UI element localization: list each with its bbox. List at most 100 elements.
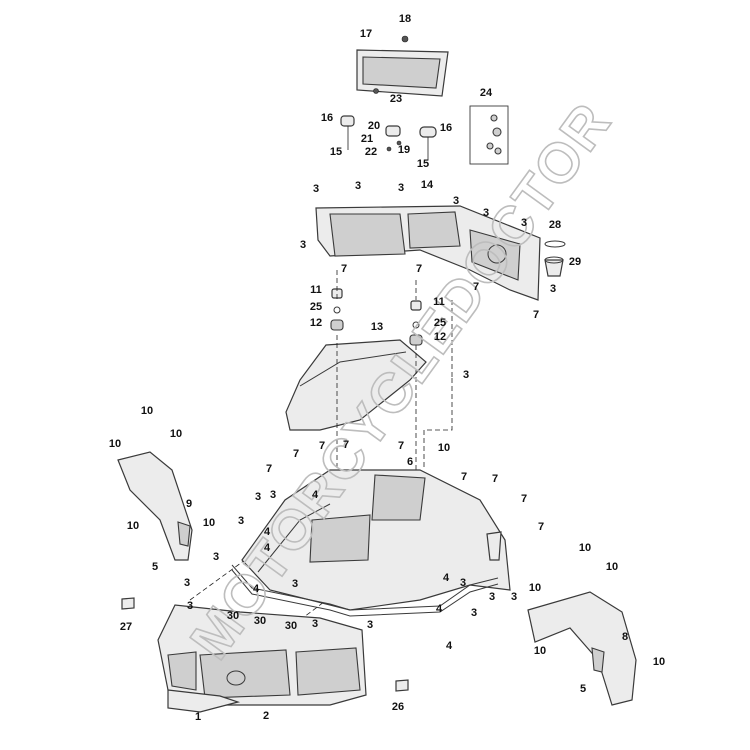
front-body-part <box>241 469 511 611</box>
instrument-cover-part <box>356 35 449 97</box>
callout-14: 14 <box>421 179 434 191</box>
callout-4: 4 <box>312 489 319 501</box>
callout-3: 3 <box>367 619 373 631</box>
callout-16: 16 <box>321 112 333 124</box>
callout-7: 7 <box>341 263 347 275</box>
callout-11: 11 <box>433 296 445 308</box>
dashboard-panel-part <box>315 205 541 301</box>
callout-3: 3 <box>270 489 276 501</box>
callout-30: 30 <box>227 610 239 622</box>
bushing-stack-left <box>330 288 344 331</box>
callout-9: 9 <box>186 498 192 510</box>
callout-3: 3 <box>213 551 219 563</box>
hood-panel-part <box>285 339 427 431</box>
callout-3: 3 <box>398 182 404 194</box>
callout-8: 8 <box>622 631 628 643</box>
callout-18: 18 <box>399 13 411 25</box>
callout-10: 10 <box>579 542 591 554</box>
callout-3: 3 <box>184 577 190 589</box>
callout-29: 29 <box>569 256 581 268</box>
callout-7: 7 <box>461 471 467 483</box>
bushing-stack-right <box>409 300 423 346</box>
callout-3: 3 <box>187 600 193 612</box>
cup-holder-parts <box>544 240 566 277</box>
callout-30: 30 <box>285 620 297 632</box>
front-bumper-part <box>157 604 367 713</box>
left-fender-part <box>117 451 193 561</box>
callout-24: 24 <box>480 87 493 99</box>
callout-7: 7 <box>319 440 325 452</box>
callout-10: 10 <box>170 428 182 440</box>
callout-3: 3 <box>521 217 527 229</box>
callout-3: 3 <box>471 607 477 619</box>
callout-3: 3 <box>460 577 466 589</box>
callout-10: 10 <box>653 656 665 668</box>
callout-7: 7 <box>538 521 544 533</box>
callout-23: 23 <box>390 93 402 105</box>
callout-3: 3 <box>453 195 459 207</box>
callout-10: 10 <box>534 645 546 657</box>
callout-3: 3 <box>489 591 495 603</box>
callout-4: 4 <box>446 640 453 652</box>
callout-4: 4 <box>443 572 450 584</box>
callout-4: 4 <box>436 603 443 615</box>
callout-19: 19 <box>398 144 410 156</box>
callout-10: 10 <box>438 442 450 454</box>
callout-11: 11 <box>310 284 322 296</box>
callout-7: 7 <box>533 309 539 321</box>
callout-3: 3 <box>238 515 244 527</box>
callout-12: 12 <box>434 331 446 343</box>
callout-5: 5 <box>152 561 158 573</box>
callout-7: 7 <box>492 473 498 485</box>
callout-25: 25 <box>310 301 322 313</box>
callout-10: 10 <box>203 517 215 529</box>
callout-7: 7 <box>398 440 404 452</box>
callout-3: 3 <box>483 207 489 219</box>
callout-7: 7 <box>473 281 479 293</box>
key-switch-kit <box>469 105 509 165</box>
callout-13: 13 <box>371 321 383 333</box>
callout-7: 7 <box>293 448 299 460</box>
callout-7: 7 <box>343 439 349 451</box>
callout-15: 15 <box>417 158 429 170</box>
callout-6: 6 <box>407 456 413 468</box>
callout-22: 22 <box>365 146 377 158</box>
callout-16: 16 <box>440 122 452 134</box>
callout-25: 25 <box>434 317 446 329</box>
callout-4: 4 <box>264 526 271 538</box>
callout-21: 21 <box>361 133 373 145</box>
callout-2: 2 <box>263 710 269 722</box>
callout-30: 30 <box>254 615 266 627</box>
callout-10: 10 <box>141 405 153 417</box>
callout-7: 7 <box>521 493 527 505</box>
callout-17: 17 <box>360 28 372 40</box>
callout-7: 7 <box>266 463 272 475</box>
callout-3: 3 <box>511 591 517 603</box>
callout-3: 3 <box>255 491 261 503</box>
callout-3: 3 <box>313 183 319 195</box>
callout-1: 1 <box>195 711 201 723</box>
callout-3: 3 <box>463 369 469 381</box>
reflector-parts <box>121 597 409 692</box>
right-fender-part <box>527 591 637 706</box>
callout-10: 10 <box>127 520 139 532</box>
callout-3: 3 <box>550 283 556 295</box>
callout-12: 12 <box>310 317 322 329</box>
callout-10: 10 <box>109 438 121 450</box>
switch-parts <box>340 115 437 160</box>
callout-4: 4 <box>253 583 260 595</box>
callout-15: 15 <box>330 146 342 158</box>
callout-3: 3 <box>292 578 298 590</box>
callout-28: 28 <box>549 219 561 231</box>
callout-3: 3 <box>312 618 318 630</box>
callout-10: 10 <box>529 582 541 594</box>
callout-7: 7 <box>416 263 422 275</box>
callout-20: 20 <box>368 120 380 132</box>
callout-4: 4 <box>264 542 271 554</box>
callout-10: 10 <box>606 561 618 573</box>
callout-27: 27 <box>120 621 132 633</box>
callout-26: 26 <box>392 701 404 713</box>
callout-5: 5 <box>580 683 586 695</box>
